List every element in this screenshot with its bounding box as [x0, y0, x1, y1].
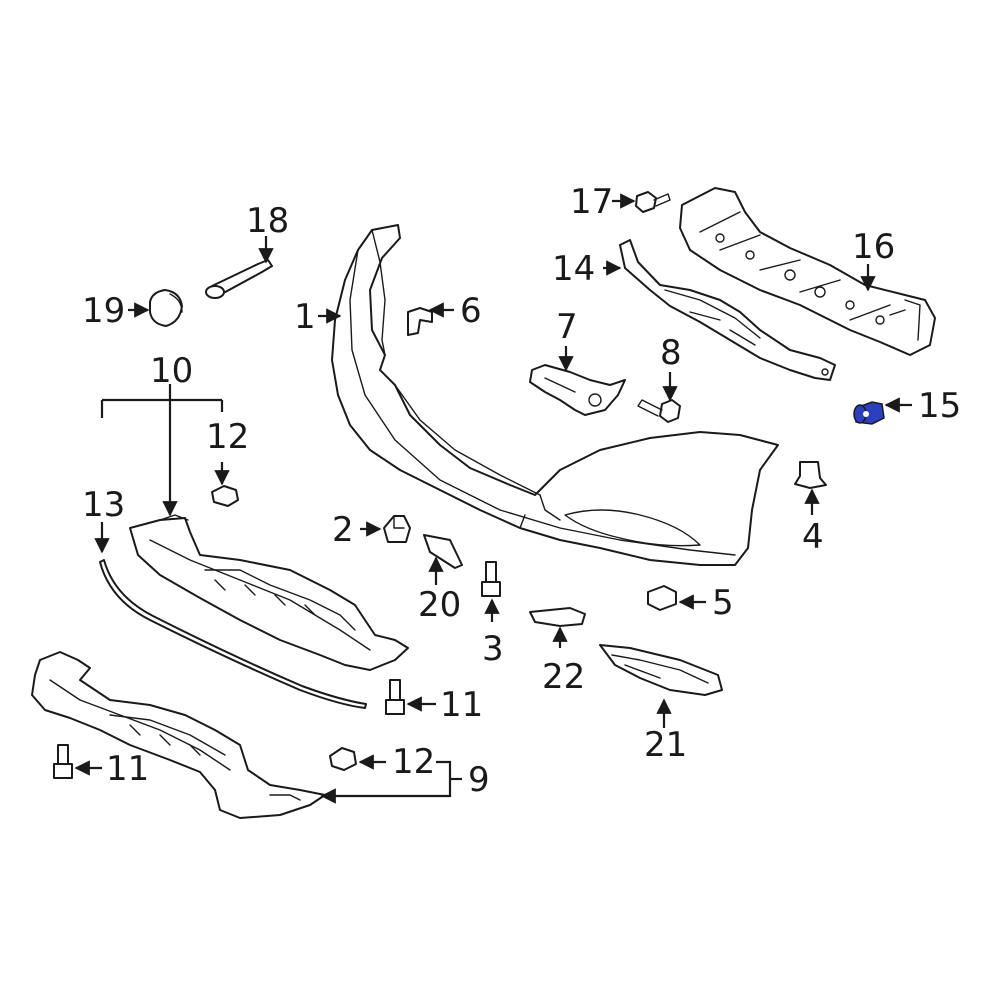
bolt-part-11-right[interactable] [385, 679, 405, 715]
callout-4[interactable]: 4 [802, 517, 824, 557]
callout-14[interactable]: 14 [552, 249, 595, 289]
bolt-part-17[interactable] [635, 191, 671, 213]
deflector-part-20[interactable] [423, 534, 463, 569]
callout-1[interactable]: 1 [294, 297, 316, 337]
callout-10[interactable]: 10 [150, 351, 193, 391]
nut-part-12-upper[interactable] [211, 485, 239, 507]
bracket-part-4[interactable] [794, 461, 827, 489]
lower-valance-part-10[interactable] [129, 514, 409, 671]
bracket-part-7[interactable] [529, 364, 626, 416]
tow-hook-part-18[interactable] [205, 259, 273, 299]
tow-cover-part-19[interactable] [149, 289, 183, 327]
callout-11-right[interactable]: 11 [440, 685, 483, 725]
callout-22[interactable]: 22 [542, 657, 585, 697]
callout-8[interactable]: 8 [660, 333, 682, 373]
callout-9[interactable]: 9 [468, 760, 490, 800]
callout-5[interactable]: 5 [712, 583, 734, 623]
callout-3[interactable]: 3 [482, 629, 504, 669]
callout-11-left[interactable]: 11 [106, 749, 149, 789]
callout-15[interactable]: 15 [918, 386, 961, 426]
callout-2[interactable]: 2 [332, 510, 354, 550]
callout-16[interactable]: 16 [852, 227, 895, 267]
bumper-cover-part-1[interactable] [331, 224, 779, 566]
bolt-part-8[interactable] [637, 399, 681, 423]
energy-absorber-part-14[interactable] [619, 239, 836, 381]
bracket-part-6[interactable] [407, 307, 433, 336]
nut-part-5[interactable] [647, 585, 677, 611]
fog-bezel-part-21[interactable] [599, 644, 723, 696]
bolt-part-11-left[interactable] [53, 744, 73, 779]
push-clip-part-15[interactable] [853, 401, 885, 425]
retainer-part-2[interactable] [383, 515, 411, 543]
leader-lines [74, 193, 912, 804]
callout-labels: 1 2 3 4 5 6 7 8 9 10 11 11 12 12 13 14 1… [82, 182, 961, 800]
impact-bar-part-16[interactable] [679, 187, 936, 356]
callout-12-lower[interactable]: 12 [392, 742, 435, 782]
molding-strip-part-13[interactable] [99, 559, 367, 709]
callout-17[interactable]: 17 [570, 182, 613, 222]
callout-13[interactable]: 13 [82, 485, 125, 525]
callout-19[interactable]: 19 [82, 291, 125, 331]
skid-plate-part-9[interactable] [31, 651, 326, 819]
bracket-part-22[interactable] [529, 607, 586, 627]
callout-20[interactable]: 20 [418, 585, 461, 625]
callout-21[interactable]: 21 [644, 725, 687, 765]
callout-7[interactable]: 7 [556, 307, 578, 347]
bolt-part-3[interactable] [481, 561, 501, 597]
nut-part-12-lower[interactable] [329, 747, 357, 771]
callout-12-upper[interactable]: 12 [206, 417, 249, 457]
callout-6[interactable]: 6 [460, 291, 482, 331]
callout-18[interactable]: 18 [246, 201, 289, 241]
